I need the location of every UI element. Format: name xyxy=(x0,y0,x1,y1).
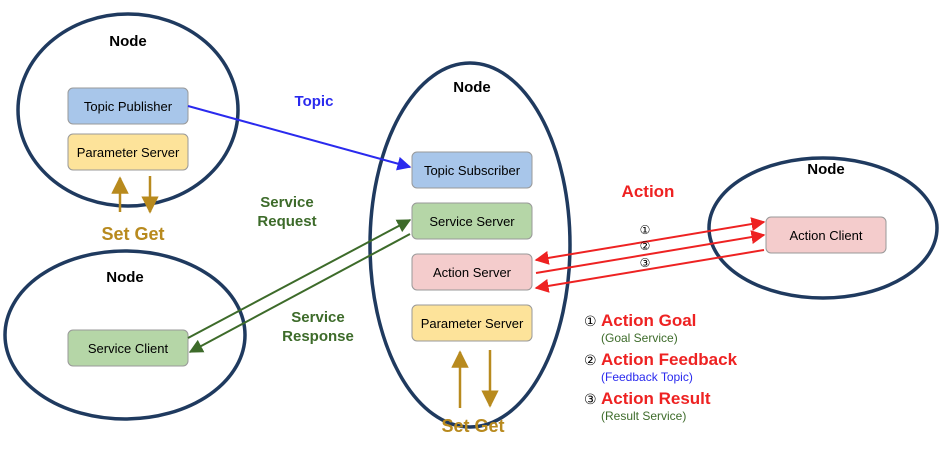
action-marker-1: ① xyxy=(640,223,651,237)
topic-publisher-label: Topic Publisher xyxy=(84,99,173,114)
service-response-label-2: Response xyxy=(282,328,354,345)
legend-item-result: ③ Action Result (Result Service) xyxy=(584,389,711,423)
service-client-box: Service Client xyxy=(67,329,189,367)
legend-sub-result: (Result Service) xyxy=(601,409,686,423)
node-label-right: Node xyxy=(807,161,845,178)
legend-item-feedback: ② Action Feedback (Feedback Topic) xyxy=(584,350,738,384)
legend-title-goal: Action Goal xyxy=(601,311,696,330)
service-client-label: Service Client xyxy=(88,341,169,356)
service-request-label-1: Service xyxy=(260,194,313,211)
action-client-box: Action Client xyxy=(765,216,887,254)
action-feedback-arrow xyxy=(535,230,766,274)
action-goal-arrow xyxy=(534,217,766,265)
service-response-arrow xyxy=(188,233,411,353)
set-get-label-left: Set Get xyxy=(101,224,164,244)
legend-item-goal: ① Action Goal (Goal Service) xyxy=(584,311,696,345)
service-request-arrow xyxy=(187,219,412,339)
action-marker-2: ② xyxy=(640,239,651,253)
node-label-center: Node xyxy=(453,79,491,96)
set-get-label-center: Set Get xyxy=(441,416,504,436)
node-center xyxy=(368,61,572,429)
action-result-arrow xyxy=(534,249,765,293)
legend-title-feedback: Action Feedback xyxy=(601,350,738,369)
topic-subscriber-label: Topic Subscriber xyxy=(424,163,521,178)
topic-subscriber-box: Topic Subscriber xyxy=(411,151,533,189)
legend-marker-goal: ① xyxy=(584,314,597,330)
legend-sub-goal: (Goal Service) xyxy=(601,331,678,345)
parameter-server-label-center: Parameter Server xyxy=(421,316,524,331)
legend: ① Action Goal (Goal Service) ② Action Fe… xyxy=(584,311,738,423)
service-server-box: Service Server xyxy=(411,202,533,240)
topic-publisher-box: Topic Publisher xyxy=(67,87,189,125)
action-marker-3: ③ xyxy=(640,256,651,270)
service-request-label-2: Request xyxy=(257,213,316,230)
service-response-label-1: Service xyxy=(291,309,344,326)
service-server-label: Service Server xyxy=(429,214,515,229)
topic-label: Topic xyxy=(295,93,334,110)
parameter-server-box-center: Parameter Server xyxy=(411,304,533,342)
parameter-server-label-left: Parameter Server xyxy=(77,145,180,160)
parameter-server-box-left: Parameter Server xyxy=(67,133,189,171)
legend-marker-result: ③ xyxy=(584,392,597,408)
node-label-top-left: Node xyxy=(109,33,147,50)
action-server-label: Action Server xyxy=(433,265,512,280)
node-label-bottom-left: Node xyxy=(106,269,144,286)
action-label: Action xyxy=(622,182,675,201)
legend-title-result: Action Result xyxy=(601,389,711,408)
action-server-box: Action Server xyxy=(411,253,533,291)
legend-marker-feedback: ② xyxy=(584,353,597,369)
legend-sub-feedback: (Feedback Topic) xyxy=(601,370,693,384)
action-client-label: Action Client xyxy=(790,228,863,243)
topic-arrow xyxy=(187,105,412,171)
